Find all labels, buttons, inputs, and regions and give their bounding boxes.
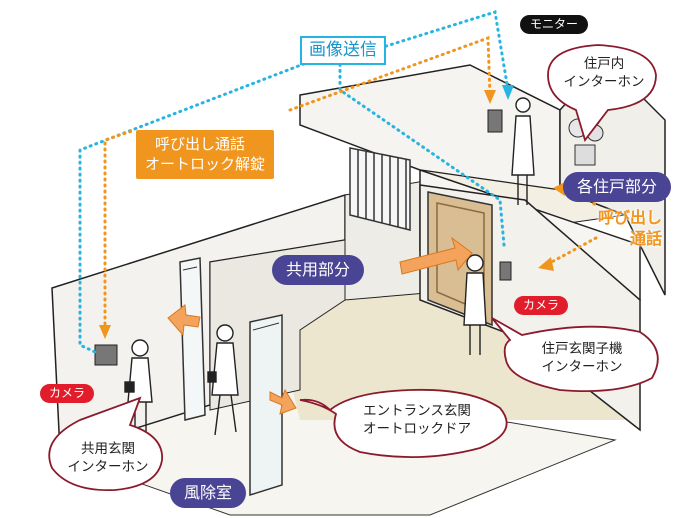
glass-door-left (179, 257, 206, 421)
label-entrance-door-line1: エントランス玄関 (363, 403, 471, 419)
label-in-unit-intercom: 住戸内 インターホン (560, 55, 648, 91)
label-call-autolock: 呼び出し通話 オートロック解錠 (136, 130, 275, 179)
label-common-entrance-line1: 共用玄関 (81, 441, 135, 457)
label-windbreak-room: 風除室 (170, 478, 247, 508)
label-entrance-autolock-door: エントランス玄関 オートロックドア (352, 402, 482, 438)
label-unit-entrance-line1: 住戸玄関子機 (541, 341, 623, 357)
arrow-into-corridor (399, 236, 473, 275)
video-transmission-line (78, 10, 510, 354)
label-call-talk-line1: 呼び出し (598, 208, 663, 227)
bubble-in-unit-intercom (547, 44, 657, 142)
label-common-entrance-intercom: 共用玄関 インターホン (58, 440, 158, 476)
label-camera-left: カメラ (40, 384, 95, 403)
label-unit-entrance-intercom: 住戸玄関子機 インターホン (522, 340, 642, 376)
common-entrance-panel (94, 344, 118, 366)
call-arrowhead-camera (538, 257, 554, 271)
arrow-left-door (167, 304, 201, 337)
label-common-entrance-line2: インターホン (67, 459, 149, 476)
label-unit-area: 各住戸部分 (563, 172, 672, 202)
person-windbreak (207, 324, 239, 436)
label-common-area: 共用部分 (272, 255, 365, 285)
unit-monitor-device (487, 109, 503, 133)
label-call-talk-line2: 通話 (630, 228, 663, 248)
person-unit-entrance (463, 254, 487, 355)
bubble-common-entrance-intercom (48, 396, 163, 492)
label-call-autolock-line2: オートロック解錠 (145, 155, 266, 174)
label-camera-right: カメラ (514, 296, 569, 315)
window-lattice (349, 147, 411, 231)
label-in-unit-intercom-line1: 住戸内 (583, 56, 625, 72)
label-in-unit-intercom-line2: インターホン (563, 74, 645, 91)
glass-door-right (249, 314, 283, 497)
label-call-autolock-line1: 呼び出し通話 (155, 135, 246, 153)
label-call-talk: 呼び出し 通話 (598, 208, 662, 250)
label-image-transmission: 画像送信 (300, 36, 386, 66)
person-unit-interior (511, 97, 535, 205)
call-arrowhead-panel (99, 325, 111, 339)
call-arrowhead-monitor (484, 90, 496, 104)
video-arrowhead (502, 85, 514, 100)
label-unit-entrance-line2: インターホン (541, 359, 623, 376)
arrow-right-door (269, 388, 297, 415)
unit-entrance-device (499, 261, 512, 281)
label-entrance-door-line2: オートロックドア (363, 421, 471, 438)
bubble-entrance-autolock-door (299, 388, 508, 459)
bubble-unit-entrance-intercom (491, 317, 659, 393)
label-monitor: モニター (520, 15, 589, 34)
